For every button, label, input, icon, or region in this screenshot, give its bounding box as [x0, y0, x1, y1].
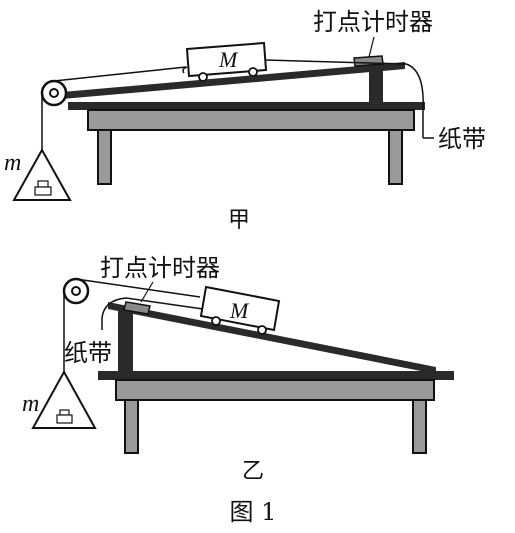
cart-mass-label-b: M — [229, 298, 250, 323]
table-a — [68, 102, 425, 185]
hanging-mass-label-a: m — [4, 150, 21, 176]
support-block-b — [118, 310, 133, 372]
inclined-board-b — [108, 302, 436, 374]
pulley-b — [62, 277, 90, 305]
figure-caption: 图 1 — [230, 498, 277, 526]
hanging-weight-b — [31, 369, 97, 429]
sub-label-a: 甲 — [228, 208, 250, 233]
timer-b — [123, 301, 151, 315]
sub-label-b: 乙 — [242, 459, 264, 484]
support-block-a — [369, 68, 383, 104]
hanging-weight-a — [12, 147, 72, 201]
cart-b — [199, 285, 281, 335]
hanging-mass-label-b: m — [22, 391, 39, 417]
tape-label-a: 纸带 — [438, 125, 486, 153]
cart-a — [182, 41, 268, 82]
table-b — [98, 371, 454, 454]
string-b — [63, 278, 201, 372]
timer-label-a: 打点计时器 — [313, 8, 433, 36]
paper-tape-b — [101, 297, 204, 330]
pulley-a — [40, 79, 68, 107]
cart-mass-label-a: M — [218, 47, 239, 72]
string-a — [41, 66, 187, 150]
inclined-board-a — [62, 62, 405, 99]
panel-b: M 打点计时器 纸带 m 乙 — [22, 254, 454, 484]
timer-a — [353, 55, 384, 67]
timer-label-b: 打点计时器 — [100, 254, 220, 282]
tape-label-b: 纸带 — [64, 339, 112, 367]
paper-tape-a — [264, 59, 424, 138]
panel-a: M 打点计时器 纸带 m 甲 — [4, 8, 486, 233]
